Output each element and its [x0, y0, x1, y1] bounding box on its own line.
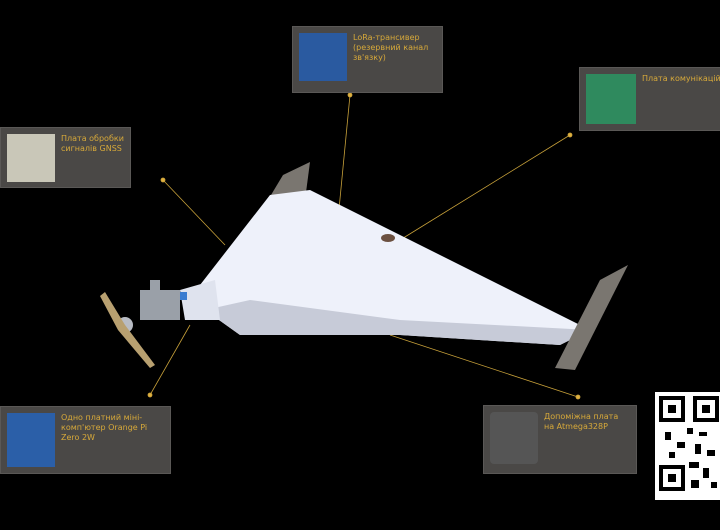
qr-code-pattern: [659, 396, 719, 491]
gnss-board-image: [7, 134, 55, 182]
leader-line-gnss: [162, 179, 226, 246]
leader-line-atmega: [389, 334, 579, 398]
sensor-dome: [381, 234, 395, 242]
left-winglet: [268, 162, 310, 200]
component-label: Допоміжна плата на Atmega328P: [544, 412, 619, 431]
component-card-atmega: Допоміжна плата на Atmega328P: [483, 405, 637, 474]
leader-line-opi: [149, 324, 191, 396]
component-label: Плата обробки сигналів GNSS: [61, 134, 124, 153]
comm-board-image: [586, 74, 636, 124]
motor-mount: [175, 292, 187, 300]
leader-dot: [160, 177, 166, 183]
lora-board-image: [299, 33, 347, 81]
engine: [117, 280, 180, 333]
leader-dot: [567, 132, 573, 138]
propeller: [100, 292, 155, 368]
leader-dot: [575, 394, 581, 400]
component-card-comm: Плата комунікацій (LTE Cat-4, WiFi ESP32…: [579, 67, 720, 131]
component-label: Плата комунікацій (LTE Cat-4, WiFi ESP32…: [642, 74, 720, 83]
component-card-orange-pi: Одно платний міні-комп'ютер Orange Pi Ze…: [0, 406, 171, 474]
component-card-lora: LoRa-трансивер (резервний канал зв'язку): [292, 26, 443, 93]
orange-pi-image: [7, 413, 55, 467]
leader-dot: [147, 392, 153, 398]
right-winglet: [555, 265, 628, 370]
fuselage-nose: [180, 280, 220, 320]
qr-code[interactable]: [655, 392, 720, 500]
leader-dot: [347, 92, 353, 98]
atmega-board-image: [490, 412, 538, 464]
leader-line-comm: [399, 134, 571, 241]
component-label: Одно платний міні-комп'ютер Orange Pi Ze…: [61, 413, 148, 442]
component-card-gnss: Плата обробки сигналів GNSS: [0, 127, 131, 188]
wing-body: [200, 190, 590, 345]
component-label: LoRa-трансивер (резервний канал зв'язку): [353, 33, 429, 62]
